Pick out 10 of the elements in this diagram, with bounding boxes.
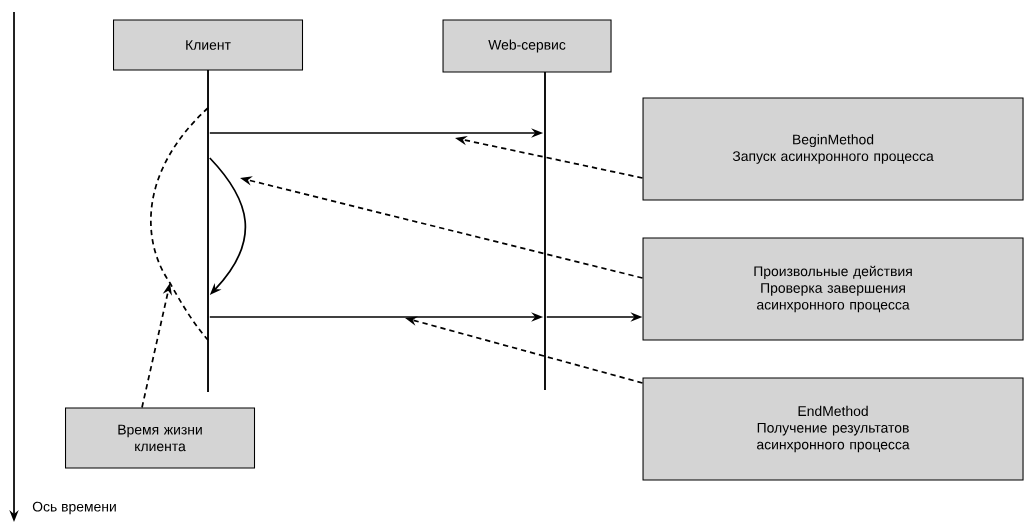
participant-box: Клиент: [113, 19, 304, 71]
note-box: Произвольные действия Проверка завершения асинхронного процесса: [642, 237, 1024, 341]
participant-box: Web-сервис: [442, 19, 612, 73]
lifetime-curve: [150, 107, 209, 341]
axis-label: Ось времени: [32, 501, 116, 515]
lifeline: [544, 72, 546, 390]
note-box: Время жизни клиента: [65, 407, 256, 469]
note-box: BeginMethod Запуск асинхронного процесса: [642, 97, 1024, 201]
note-box: EndMethod Получение результатов асинхронного процесса: [642, 377, 1024, 481]
self-call-arrow: [208, 157, 247, 295]
